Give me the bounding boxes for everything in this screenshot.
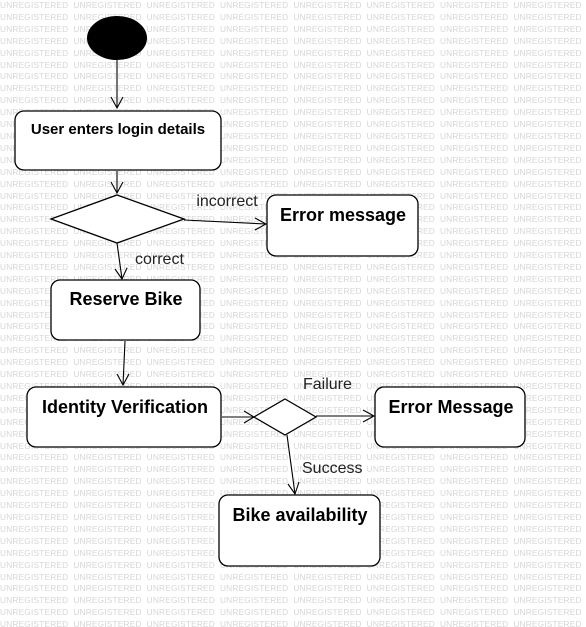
action-login-box — [14, 110, 222, 171]
arrowhead — [116, 373, 130, 387]
arrowhead — [287, 481, 300, 496]
arrowhead — [114, 267, 128, 281]
arrowhead — [362, 409, 376, 423]
edge-label-incorrect: incorrect — [196, 193, 258, 210]
action-identity-label: Identity Verification — [42, 397, 208, 417]
action-error-login-box — [266, 194, 419, 257]
edge-incorrect — [183, 219, 267, 225]
action-error-identity-label: Error Message — [388, 397, 513, 417]
arrowhead — [110, 96, 124, 110]
arrowhead — [254, 217, 268, 231]
decision-login — [49, 194, 186, 244]
initial-node — [87, 16, 147, 60]
decision-identity — [252, 398, 318, 436]
arrowhead — [110, 181, 124, 195]
action-availability-box — [218, 494, 381, 567]
action-identity-box — [26, 386, 222, 448]
action-error-identity-box — [374, 386, 526, 448]
edge-label-correct: correct — [135, 251, 184, 268]
edge-label-success: Success — [302, 460, 362, 477]
action-error-login-label: Error message — [280, 205, 406, 225]
action-reserve-box — [50, 279, 201, 341]
action-reserve-label: Reserve Bike — [69, 289, 182, 309]
edge-success — [286, 434, 296, 495]
action-login-label: User enters login details — [31, 121, 205, 138]
edge-label-failure: Failure — [303, 376, 352, 393]
action-availability-label: Bike availability — [232, 505, 367, 525]
edge-reserve-to-identity — [122, 340, 126, 386]
edge-correct — [116, 242, 123, 280]
edges — [110, 60, 376, 496]
